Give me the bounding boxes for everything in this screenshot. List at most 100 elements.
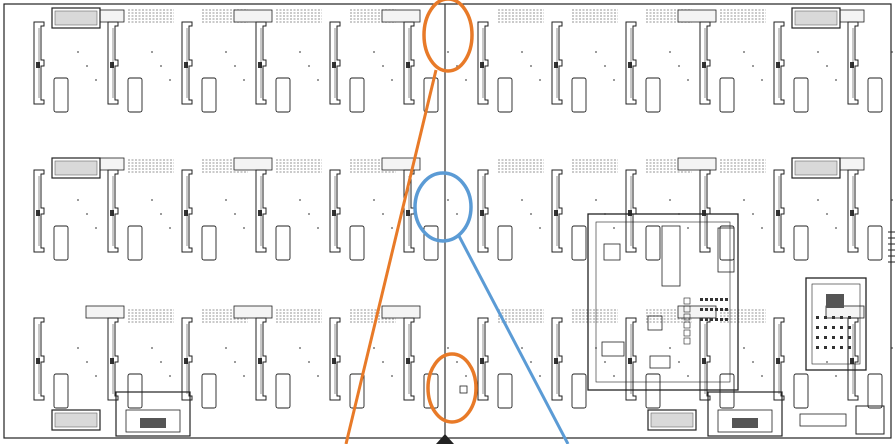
screw-point [234, 65, 236, 67]
screw-point [835, 227, 837, 229]
hatch-strip [128, 159, 174, 173]
label-plate [791, 7, 841, 29]
screw-point [761, 375, 763, 377]
connector-block [571, 373, 587, 409]
rail-slot [677, 9, 717, 23]
screw-point [613, 227, 615, 229]
mounting-bracket [181, 317, 193, 401]
hatch-strip [350, 9, 396, 23]
connector-block [127, 225, 143, 261]
callout-leader-middle [457, 235, 570, 444]
screw-point [382, 65, 384, 67]
hatch-strip [720, 9, 766, 23]
mounting-bracket [107, 169, 119, 253]
hatch-strip [498, 309, 544, 323]
connector-block [423, 225, 439, 261]
screw-point [447, 51, 449, 53]
screw-point [299, 199, 301, 201]
connector-block [793, 373, 809, 409]
screw-point [151, 51, 153, 53]
screw-point [169, 375, 171, 377]
label-plate [791, 157, 841, 179]
rail-slot [381, 9, 421, 23]
drawing-border [3, 3, 892, 439]
mounting-bracket [329, 317, 341, 401]
mounting-bracket [477, 169, 489, 253]
screw-point [77, 51, 79, 53]
screw-point [539, 375, 541, 377]
screw-point [151, 347, 153, 349]
secondary-pcb [805, 277, 867, 371]
connector-block [349, 225, 365, 261]
screw-point [373, 199, 375, 201]
screw-point [521, 199, 523, 201]
screw-point [761, 227, 763, 229]
screw-point [521, 51, 523, 53]
screw-point [225, 347, 227, 349]
bottom-arrow-marker [436, 434, 454, 444]
rail-slot [381, 157, 421, 171]
hatch-strip [350, 159, 396, 173]
screw-point [539, 79, 541, 81]
screw-point [243, 375, 245, 377]
screw-point [317, 375, 319, 377]
screw-point [243, 79, 245, 81]
screw-point [669, 347, 671, 349]
connector-block [423, 77, 439, 113]
screw-point [669, 51, 671, 53]
hatch-strip [276, 9, 322, 23]
screw-point [613, 79, 615, 81]
connector-block [719, 77, 735, 113]
hatch-strip [572, 9, 618, 23]
callout-ellipse-top [422, 0, 474, 73]
screw-point [234, 213, 236, 215]
hatch-strip [646, 159, 692, 173]
connector-block [867, 373, 883, 409]
callout-annotations [344, 0, 570, 444]
rail-slot [677, 157, 717, 171]
connector-block [497, 77, 513, 113]
hatch-strip [128, 9, 174, 23]
mounting-bracket [107, 21, 119, 105]
screw-point [743, 199, 745, 201]
hatch-strip [128, 309, 174, 323]
screw-point [299, 347, 301, 349]
label-plate [647, 409, 697, 431]
mounting-bracket [33, 21, 45, 105]
callout-ellipse-middle [413, 171, 473, 243]
screw-point [891, 347, 893, 349]
label-plate [51, 7, 101, 29]
hatch-strip [276, 159, 322, 173]
hatch-strip [202, 159, 248, 173]
connector-block [497, 225, 513, 261]
connector-block [349, 373, 365, 409]
main-pcb [587, 213, 739, 391]
screw-point [752, 361, 754, 363]
screw-point [826, 213, 828, 215]
screw-point [243, 227, 245, 229]
hatch-strip [572, 309, 618, 323]
mounting-bracket [773, 21, 785, 105]
screw-point [465, 79, 467, 81]
connector-block [201, 225, 217, 261]
mounting-bracket [329, 21, 341, 105]
screw-point [225, 51, 227, 53]
edge-connector [888, 231, 895, 263]
screw-point [826, 361, 828, 363]
mounting-bracket [477, 21, 489, 105]
rail-slot [825, 305, 865, 319]
screw-point [530, 65, 532, 67]
bottom-right-slot [799, 413, 847, 427]
screw-point [835, 79, 837, 81]
hatch-strip [498, 9, 544, 23]
hatch-strip [498, 159, 544, 173]
screw-point [373, 51, 375, 53]
mounting-bracket [107, 317, 119, 401]
screw-point [151, 199, 153, 201]
screw-point [456, 213, 458, 215]
mounting-bracket [773, 169, 785, 253]
screw-point [826, 65, 828, 67]
screw-point [225, 199, 227, 201]
connector-block [793, 77, 809, 113]
